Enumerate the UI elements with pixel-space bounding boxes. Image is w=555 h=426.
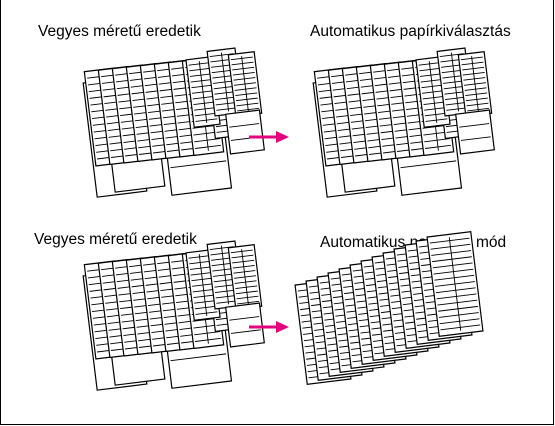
document-sheet — [426, 231, 484, 337]
document-sheet — [457, 50, 493, 118]
auto-paper-select-stack-icon — [312, 47, 495, 198]
document-sheet — [455, 109, 495, 155]
auto-zoom-stack-icon — [294, 231, 484, 385]
label-auto-paper-select: Automatikus papírkiválasztás — [310, 23, 511, 40]
label-mixed-originals-bottom: Vegyes méretű eredetik — [34, 231, 197, 248]
document-sheet — [225, 109, 265, 155]
mixed-originals-stack-bottom-icon — [82, 240, 265, 391]
arrow-right-icon — [249, 131, 289, 143]
arrow-right-icon — [249, 321, 289, 333]
document-sheet — [225, 302, 265, 348]
document-sheet — [227, 50, 263, 118]
mixed-originals-stack-top-icon — [82, 47, 265, 198]
label-mixed-originals-top: Vegyes méretű eredetik — [38, 23, 201, 40]
document-sheet — [227, 243, 263, 311]
